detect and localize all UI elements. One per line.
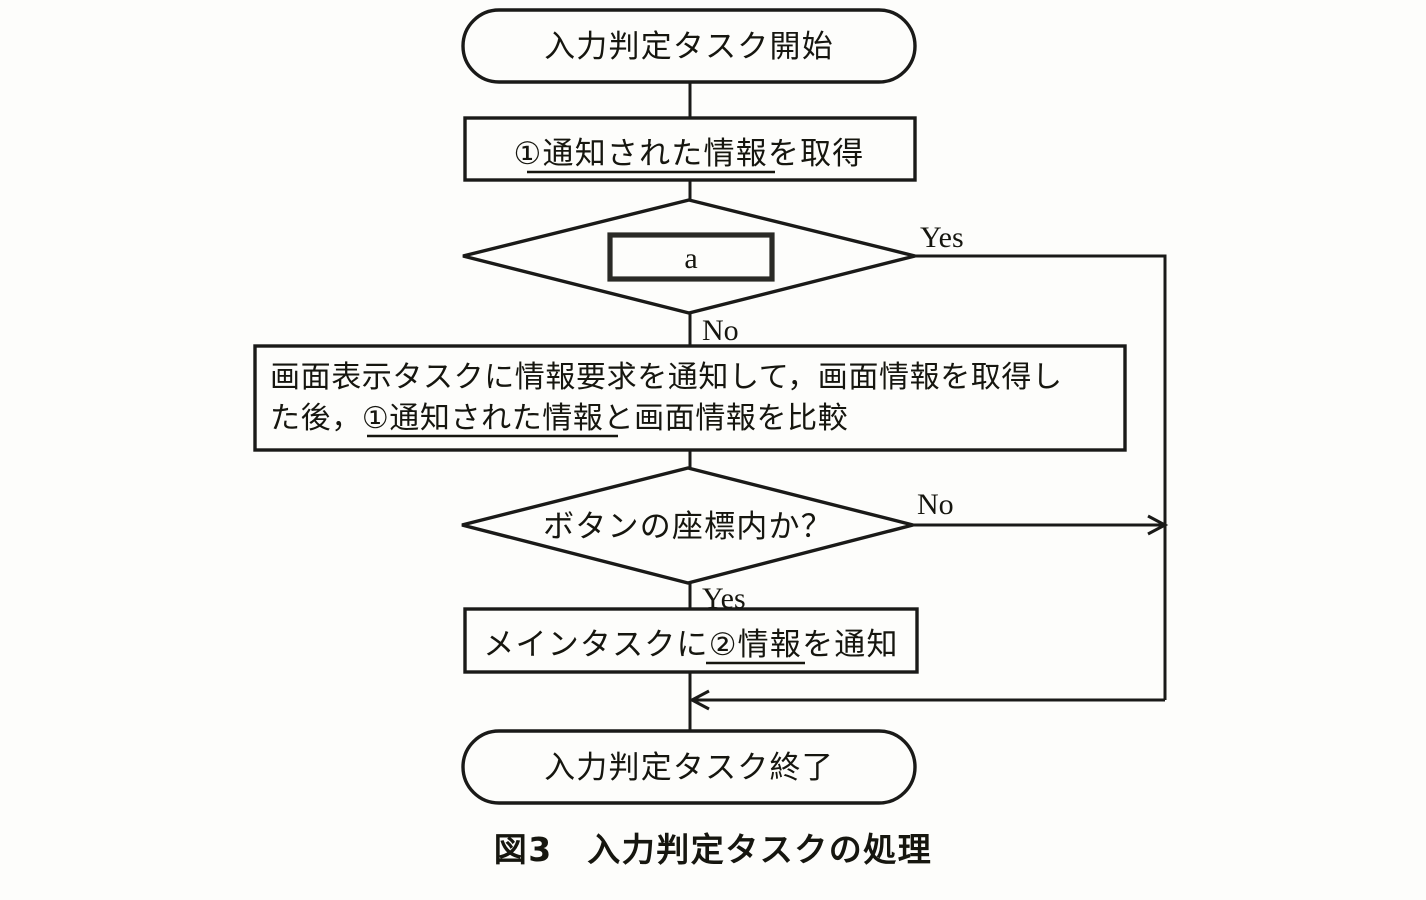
decision-button-coords-shape xyxy=(461,466,914,585)
decision-button-coords[interactable]: ボタンの座標内か？ No Yes xyxy=(461,466,954,615)
arrowhead-decision2-no xyxy=(1147,514,1169,536)
process-acquire-label: ①通知された情報を取得 xyxy=(514,136,865,172)
process-compare-line2-post: と画面情報を比較 xyxy=(604,401,849,436)
decision-button-coords-label: ボタンの座標内か？ xyxy=(543,509,833,545)
start-terminal[interactable]: 入力判定タスク開始 xyxy=(461,8,917,84)
edge-decision1-yes-rail xyxy=(915,254,1167,700)
decision-button-coords-no-label: No xyxy=(917,488,954,521)
end-terminal[interactable]: 入力判定タスク終了 xyxy=(461,729,917,805)
process-compare-line1: 画面表示タスクに情報要求を通知して，画面情報を取得し xyxy=(270,360,1063,395)
process-acquire[interactable]: ①通知された情報を取得 xyxy=(463,116,917,182)
process-acquire-shape xyxy=(463,116,917,182)
process-compare-line2-underlined: ①通知された情報 xyxy=(362,401,604,436)
process-notify-main-label: メインタスクに②情報を通知 xyxy=(483,627,898,663)
process-compare[interactable]: 画面表示タスクに情報要求を通知して，画面情報を取得し た後，①通知された情報と画… xyxy=(253,344,1127,452)
decision-a[interactable]: a Yes No xyxy=(462,198,964,347)
process-compare-line2-pre: た後， xyxy=(270,401,362,436)
arrowhead-merge-return xyxy=(688,689,710,711)
process-notify-main[interactable]: メインタスクに②情報を通知 xyxy=(463,607,919,674)
decision-a-yes-label: Yes xyxy=(920,221,964,254)
process-notify-main-shape xyxy=(463,607,919,674)
start-terminal-label: 入力判定タスク開始 xyxy=(544,29,834,65)
end-terminal-shape xyxy=(461,729,917,805)
start-terminal-shape xyxy=(461,8,917,84)
decision-a-no-label: No xyxy=(702,314,739,347)
process-compare-shape xyxy=(253,344,1127,452)
process-compare-line2: た後，①通知された情報と画面情報を比較 xyxy=(270,401,848,436)
decision-a-label: a xyxy=(684,242,697,275)
figure-caption: 図3 入力判定タスクの処理 xyxy=(494,830,932,869)
connector-layer xyxy=(688,82,1169,731)
end-terminal-label: 入力判定タスク終了 xyxy=(544,750,834,786)
decision-a-answer-blank[interactable] xyxy=(607,232,775,282)
